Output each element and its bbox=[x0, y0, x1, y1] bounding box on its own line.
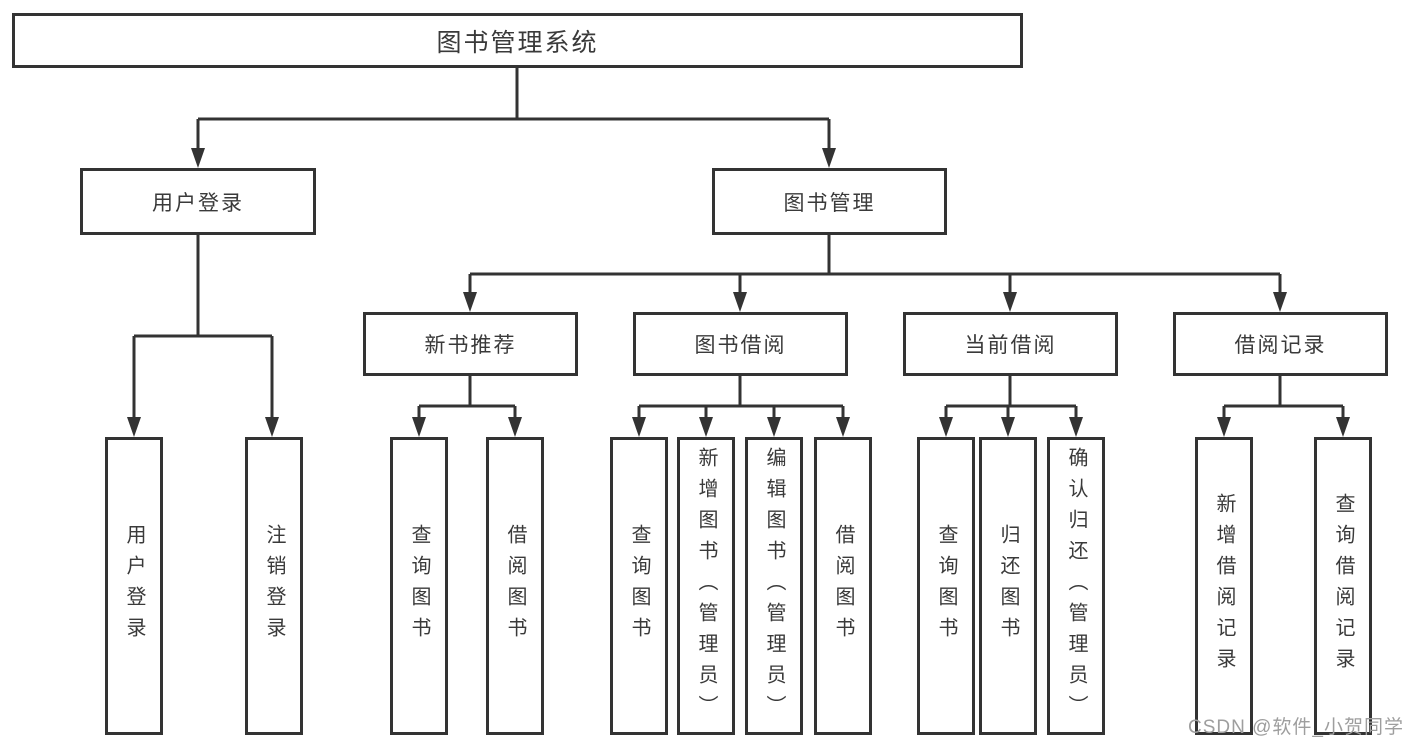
leaf-edit-book-admin-label: 编辑图书（管理员） bbox=[763, 446, 785, 726]
leaf-borrow-books-recommend-label: 借阅图书 bbox=[504, 524, 526, 648]
node-borrow-record-label: 借阅记录 bbox=[1234, 334, 1327, 357]
leaf-confirm-return-admin: 确认归还（管理员） bbox=[1047, 437, 1105, 735]
node-book-management-label: 图书管理 bbox=[783, 191, 876, 215]
leaf-add-borrow-record: 新增借阅记录 bbox=[1195, 437, 1253, 735]
node-book-borrow: 图书借阅 bbox=[633, 312, 848, 376]
leaf-user-login: 用户登录 bbox=[105, 437, 163, 735]
leaf-query-books-borrow-label: 查询图书 bbox=[628, 524, 650, 648]
leaf-add-book-admin: 新增图书（管理员） bbox=[677, 437, 735, 735]
node-current-borrow-label: 当前借阅 bbox=[964, 334, 1057, 357]
node-book-management: 图书管理 bbox=[712, 168, 947, 235]
edges-borrow-record bbox=[1217, 376, 1350, 437]
node-current-borrow: 当前借阅 bbox=[903, 312, 1118, 376]
leaf-query-books-current-label: 查询图书 bbox=[935, 524, 957, 648]
edges-current-borrow bbox=[939, 376, 1083, 437]
node-user-login: 用户登录 bbox=[80, 168, 316, 235]
node-new-book-recommend-label: 新书推荐 bbox=[424, 334, 517, 357]
leaf-query-books-borrow: 查询图书 bbox=[610, 437, 668, 735]
leaf-add-book-admin-label: 新增图书（管理员） bbox=[695, 446, 717, 726]
leaf-borrow-books-recommend: 借阅图书 bbox=[486, 437, 544, 735]
leaf-query-borrow-record: 查询借阅记录 bbox=[1314, 437, 1372, 735]
leaf-logout-label: 注销登录 bbox=[263, 524, 285, 648]
node-root-label: 图书管理系统 bbox=[436, 28, 599, 57]
node-new-book-recommend: 新书推荐 bbox=[363, 312, 578, 376]
leaf-borrow-books: 借阅图书 bbox=[814, 437, 872, 735]
edges-user-login-to-leaves bbox=[127, 235, 279, 437]
leaf-return-book-label: 归还图书 bbox=[997, 524, 1019, 648]
node-book-borrow-label: 图书借阅 bbox=[694, 334, 787, 357]
leaf-query-books-recommend: 查询图书 bbox=[390, 437, 448, 735]
leaf-query-borrow-record-label: 查询借阅记录 bbox=[1332, 493, 1354, 679]
leaf-borrow-books-label: 借阅图书 bbox=[832, 524, 854, 648]
leaf-return-book: 归还图书 bbox=[979, 437, 1037, 735]
leaf-add-borrow-record-label: 新增借阅记录 bbox=[1213, 493, 1235, 679]
leaf-user-login-label: 用户登录 bbox=[123, 524, 145, 648]
node-root: 图书管理系统 bbox=[12, 13, 1023, 68]
edges-root-to-level2 bbox=[191, 68, 836, 168]
leaf-logout: 注销登录 bbox=[245, 437, 303, 735]
leaf-edit-book-admin: 编辑图书（管理员） bbox=[745, 437, 803, 735]
node-user-login-label: 用户登录 bbox=[152, 191, 244, 215]
edges-book-borrow bbox=[632, 376, 850, 437]
leaf-query-books-current: 查询图书 bbox=[917, 437, 975, 735]
csdn-watermark: CSDN @软件_小贺同学 bbox=[1188, 717, 1404, 738]
leaf-confirm-return-admin-label: 确认归还（管理员） bbox=[1065, 446, 1087, 726]
edges-new-book-recommend bbox=[412, 376, 522, 437]
node-borrow-record: 借阅记录 bbox=[1173, 312, 1388, 376]
leaf-query-books-recommend-label: 查询图书 bbox=[408, 524, 430, 648]
edges-book-management-to-level3 bbox=[463, 235, 1287, 312]
